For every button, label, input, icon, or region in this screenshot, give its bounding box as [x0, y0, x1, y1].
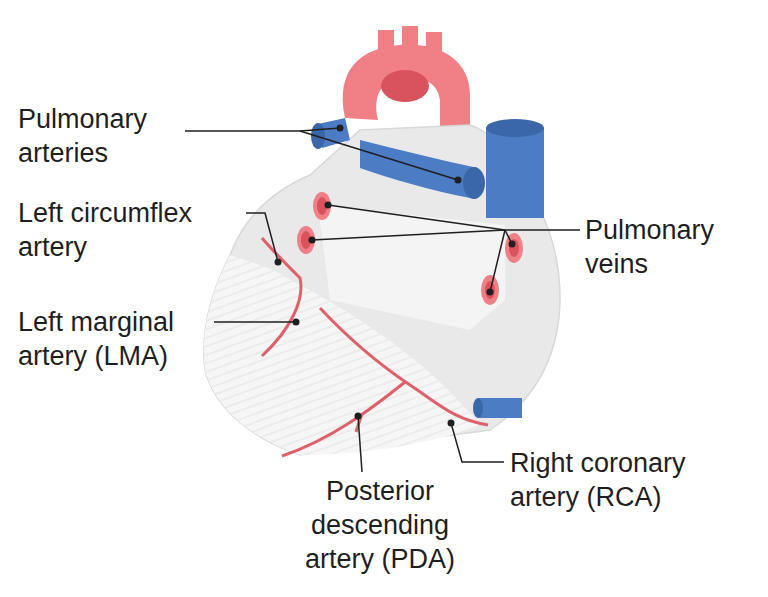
vena-cava-opening — [486, 119, 544, 137]
ventricle-texture — [204, 255, 480, 455]
pulmonary-vein — [313, 192, 331, 220]
leader-dot — [309, 237, 316, 244]
leader-dot — [293, 319, 300, 326]
leader-dot — [355, 413, 362, 420]
pulmonary-vein — [297, 226, 315, 254]
leader-line — [328, 205, 580, 230]
pulmonary-artery — [360, 140, 478, 198]
heart-body — [204, 125, 560, 455]
aortic-branch — [378, 30, 394, 56]
aortic-branch — [426, 32, 442, 58]
leader-line — [300, 131, 458, 180]
part-label: Pulmonary veins — [585, 213, 755, 281]
posterior-descending-artery — [282, 382, 405, 456]
leader-lines — [185, 128, 580, 472]
pulmonary-vein-opening — [485, 281, 495, 299]
leader-line — [185, 128, 340, 131]
leader-line — [312, 230, 505, 240]
leader-dot — [487, 289, 494, 296]
part-label: Left circumflex artery — [18, 196, 246, 264]
aorta — [343, 45, 470, 130]
part-label: Left marginal artery (LMA) — [18, 305, 218, 373]
part-label: Pulmonary arteries — [18, 102, 188, 170]
leader-line — [246, 213, 278, 262]
leader-dot — [455, 177, 462, 184]
aorta-opening — [381, 70, 429, 102]
inferior-vena-cava — [478, 398, 522, 418]
ventricle — [204, 255, 480, 455]
superior-vena-cava — [486, 128, 544, 218]
leader-dot — [337, 125, 344, 132]
leader-dot — [325, 202, 332, 209]
leader-line — [490, 230, 505, 292]
leader-dot — [448, 420, 455, 427]
pulmonary-vein — [505, 233, 523, 263]
right-coronary-artery — [320, 308, 488, 425]
circumflex-marginal-artery — [262, 238, 301, 356]
pulmonary-vein — [481, 275, 499, 305]
pulmonary-vein-opening — [509, 239, 519, 257]
leader-dot — [275, 259, 282, 266]
vena-cava-opening — [473, 398, 483, 418]
leader-dot — [509, 241, 516, 248]
leader-line — [358, 416, 362, 472]
leader-dots — [275, 125, 516, 427]
part-label: Posterior descending artery (PDA) — [290, 474, 470, 576]
pulmonary-artery-opening — [463, 167, 485, 199]
part-label: Right coronary artery (RCA) — [510, 446, 730, 514]
leader-line — [451, 423, 504, 462]
left-atrium — [318, 205, 505, 330]
leader-line — [214, 321, 296, 323]
aortic-branch — [402, 26, 418, 52]
